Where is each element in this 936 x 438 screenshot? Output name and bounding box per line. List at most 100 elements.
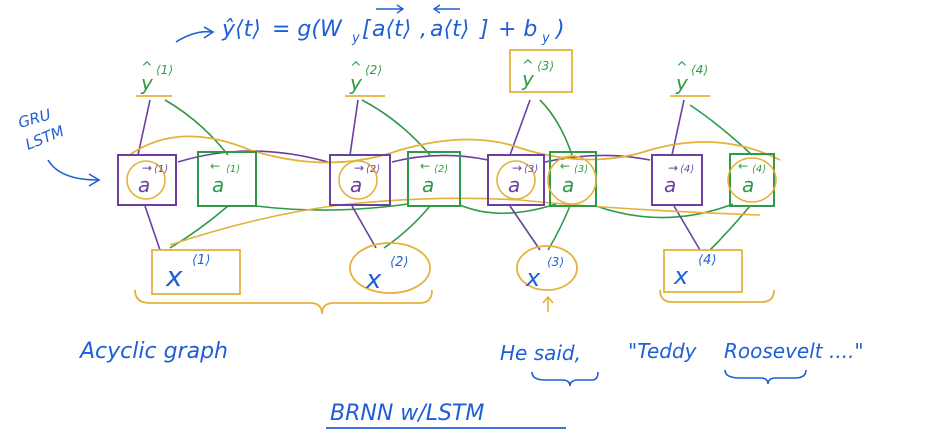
input-sup: ⟨1⟩	[192, 253, 210, 268]
input-symbol: x	[525, 264, 541, 292]
backward-unit-4: ← a ⟨4⟩	[727, 153, 777, 207]
in-to-bwd-4	[709, 205, 751, 251]
formula-a-backward: a⟨t⟩	[430, 17, 469, 42]
he-said-note: He said,	[500, 341, 581, 365]
input-braces	[134, 289, 775, 315]
backward-sup: ⟨4⟩	[752, 164, 766, 175]
lstm-highlight-bottom	[169, 197, 761, 246]
in-to-fwd-1	[144, 205, 161, 251]
output-symbol: y	[675, 71, 689, 95]
forward-arrow-icon: →	[668, 161, 678, 175]
backward-link-4-3	[595, 203, 734, 219]
forward-arrow-icon: →	[142, 161, 152, 175]
formula-lhs: ŷ⟨t⟩	[221, 17, 261, 42]
title-text: BRNN w/LSTM	[330, 401, 484, 426]
fwd-to-out-3	[509, 99, 531, 156]
lstm-gate-circle	[547, 155, 597, 205]
gru-lstm-label: GRU LSTM	[16, 105, 101, 187]
forward-unit-4: → a ⟨4⟩	[651, 154, 703, 206]
forward-units: → a ⟨1⟩ → a ⟨2⟩ → a ⟨3⟩ → a ⟨4⟩	[117, 154, 703, 206]
backward-unit-2: ← a ⟨2⟩	[407, 151, 461, 207]
forward-unit-2: → a ⟨2⟩	[329, 154, 391, 206]
backward-box	[729, 153, 775, 207]
input-symbol: x	[365, 265, 382, 295]
in-to-fwd-2	[351, 205, 377, 249]
backward-sup: ⟨2⟩	[434, 164, 448, 175]
backward-activation: a	[742, 173, 754, 197]
backward-units: ← a ⟨1⟩ ← a ⟨2⟩ ← a ⟨3⟩ ← a ⟨4⟩	[197, 151, 777, 207]
backward-activation: a	[212, 173, 224, 197]
in-to-bwd-2	[383, 205, 431, 249]
backward-sup: ⟨1⟩	[226, 164, 240, 175]
in-to-bwd-1	[169, 205, 229, 249]
in-to-fwd-4	[673, 205, 701, 251]
forward-box	[651, 154, 703, 206]
teddy-note: "Teddy	[628, 339, 698, 363]
inputs: x ⟨1⟩ x ⟨2⟩ x ⟨3⟩ x ⟨4⟩	[151, 242, 743, 312]
forward-sup: ⟨2⟩	[366, 164, 380, 175]
backward-sup: ⟨3⟩	[574, 164, 588, 175]
forward-link-2-3	[391, 154, 489, 163]
formula-forward-arrow-head	[396, 4, 405, 14]
input-symbol: x	[165, 260, 183, 293]
forward-box	[487, 154, 545, 206]
output-node-4: ^ y ⟨4⟩	[670, 60, 710, 97]
acyclic-graph-note: Acyclic graph	[78, 339, 228, 364]
backward-activation: a	[562, 173, 574, 197]
formula-bracket-close: ]	[479, 17, 489, 42]
output-sup: ⟨2⟩	[365, 63, 382, 77]
forward-activation: a	[138, 173, 150, 197]
fwd-to-out-1	[137, 99, 151, 156]
lstm-gate-circle	[727, 157, 777, 203]
output-hat: ^	[350, 60, 362, 76]
diagram-title: BRNN w/LSTM	[326, 401, 566, 429]
forward-sup: ⟨3⟩	[524, 164, 538, 175]
forward-arrow-icon: →	[354, 161, 364, 175]
backward-arrow-icon: ←	[420, 159, 430, 173]
input-node-2: x ⟨2⟩	[349, 242, 431, 295]
bwd-to-out-4	[689, 104, 753, 156]
formula-bracket-open: [	[362, 17, 372, 42]
backward-activation: a	[422, 173, 434, 197]
bwd-to-out-2	[361, 99, 431, 156]
lstm-gate-circle	[338, 160, 378, 200]
forward-link-3-4	[544, 154, 651, 163]
output-symbol: y	[140, 71, 154, 95]
formula-backward-arrow-head	[432, 4, 441, 14]
lstm-highlight-top	[127, 135, 781, 164]
notes: Acyclic graph He said, "Teddy Roosevelt …	[78, 339, 864, 387]
output-formula: ŷ⟨t⟩ = g(W y [ a⟨t⟩ , a⟨t⟩ ] + b y )	[175, 4, 565, 46]
backward-unit-1: ← a ⟨1⟩	[197, 151, 257, 207]
connections	[127, 99, 781, 251]
forward-unit-1: → a ⟨1⟩	[117, 154, 177, 206]
output-hat: ^	[676, 60, 688, 76]
output-box	[509, 49, 573, 93]
formula-a-forward: a⟨t⟩	[372, 17, 411, 42]
forward-activation: a	[664, 173, 676, 197]
output-hat: ^	[141, 60, 153, 76]
output-hat: ^	[522, 58, 534, 74]
formula-rhs: = g(W	[272, 17, 343, 42]
input-node-1: x ⟨1⟩	[151, 249, 241, 295]
label-arrow-head	[88, 173, 101, 187]
formula-b-subscript: y	[541, 31, 550, 46]
he-said-brace	[531, 371, 599, 387]
backward-box	[407, 151, 461, 207]
output-symbol: y	[521, 67, 535, 91]
output-sup: ⟨3⟩	[537, 59, 554, 73]
fwd-to-out-4	[671, 99, 685, 156]
input-node-3: x ⟨3⟩	[516, 245, 578, 312]
formula-comma: ,	[420, 17, 427, 42]
backward-link-2-1	[255, 203, 409, 211]
input-box	[663, 249, 743, 293]
input-sup: ⟨2⟩	[390, 255, 408, 270]
brace-right	[659, 289, 775, 303]
formula-w-subscript: y	[351, 31, 360, 46]
input-node-4: x ⟨4⟩	[663, 249, 743, 293]
bwd-to-out-1	[164, 99, 229, 156]
backward-box	[197, 151, 257, 207]
backward-unit-3: ← a ⟨3⟩	[547, 151, 597, 207]
lstm-gate-circle	[126, 160, 166, 200]
output-node-2: ^ y ⟨2⟩	[345, 60, 385, 97]
